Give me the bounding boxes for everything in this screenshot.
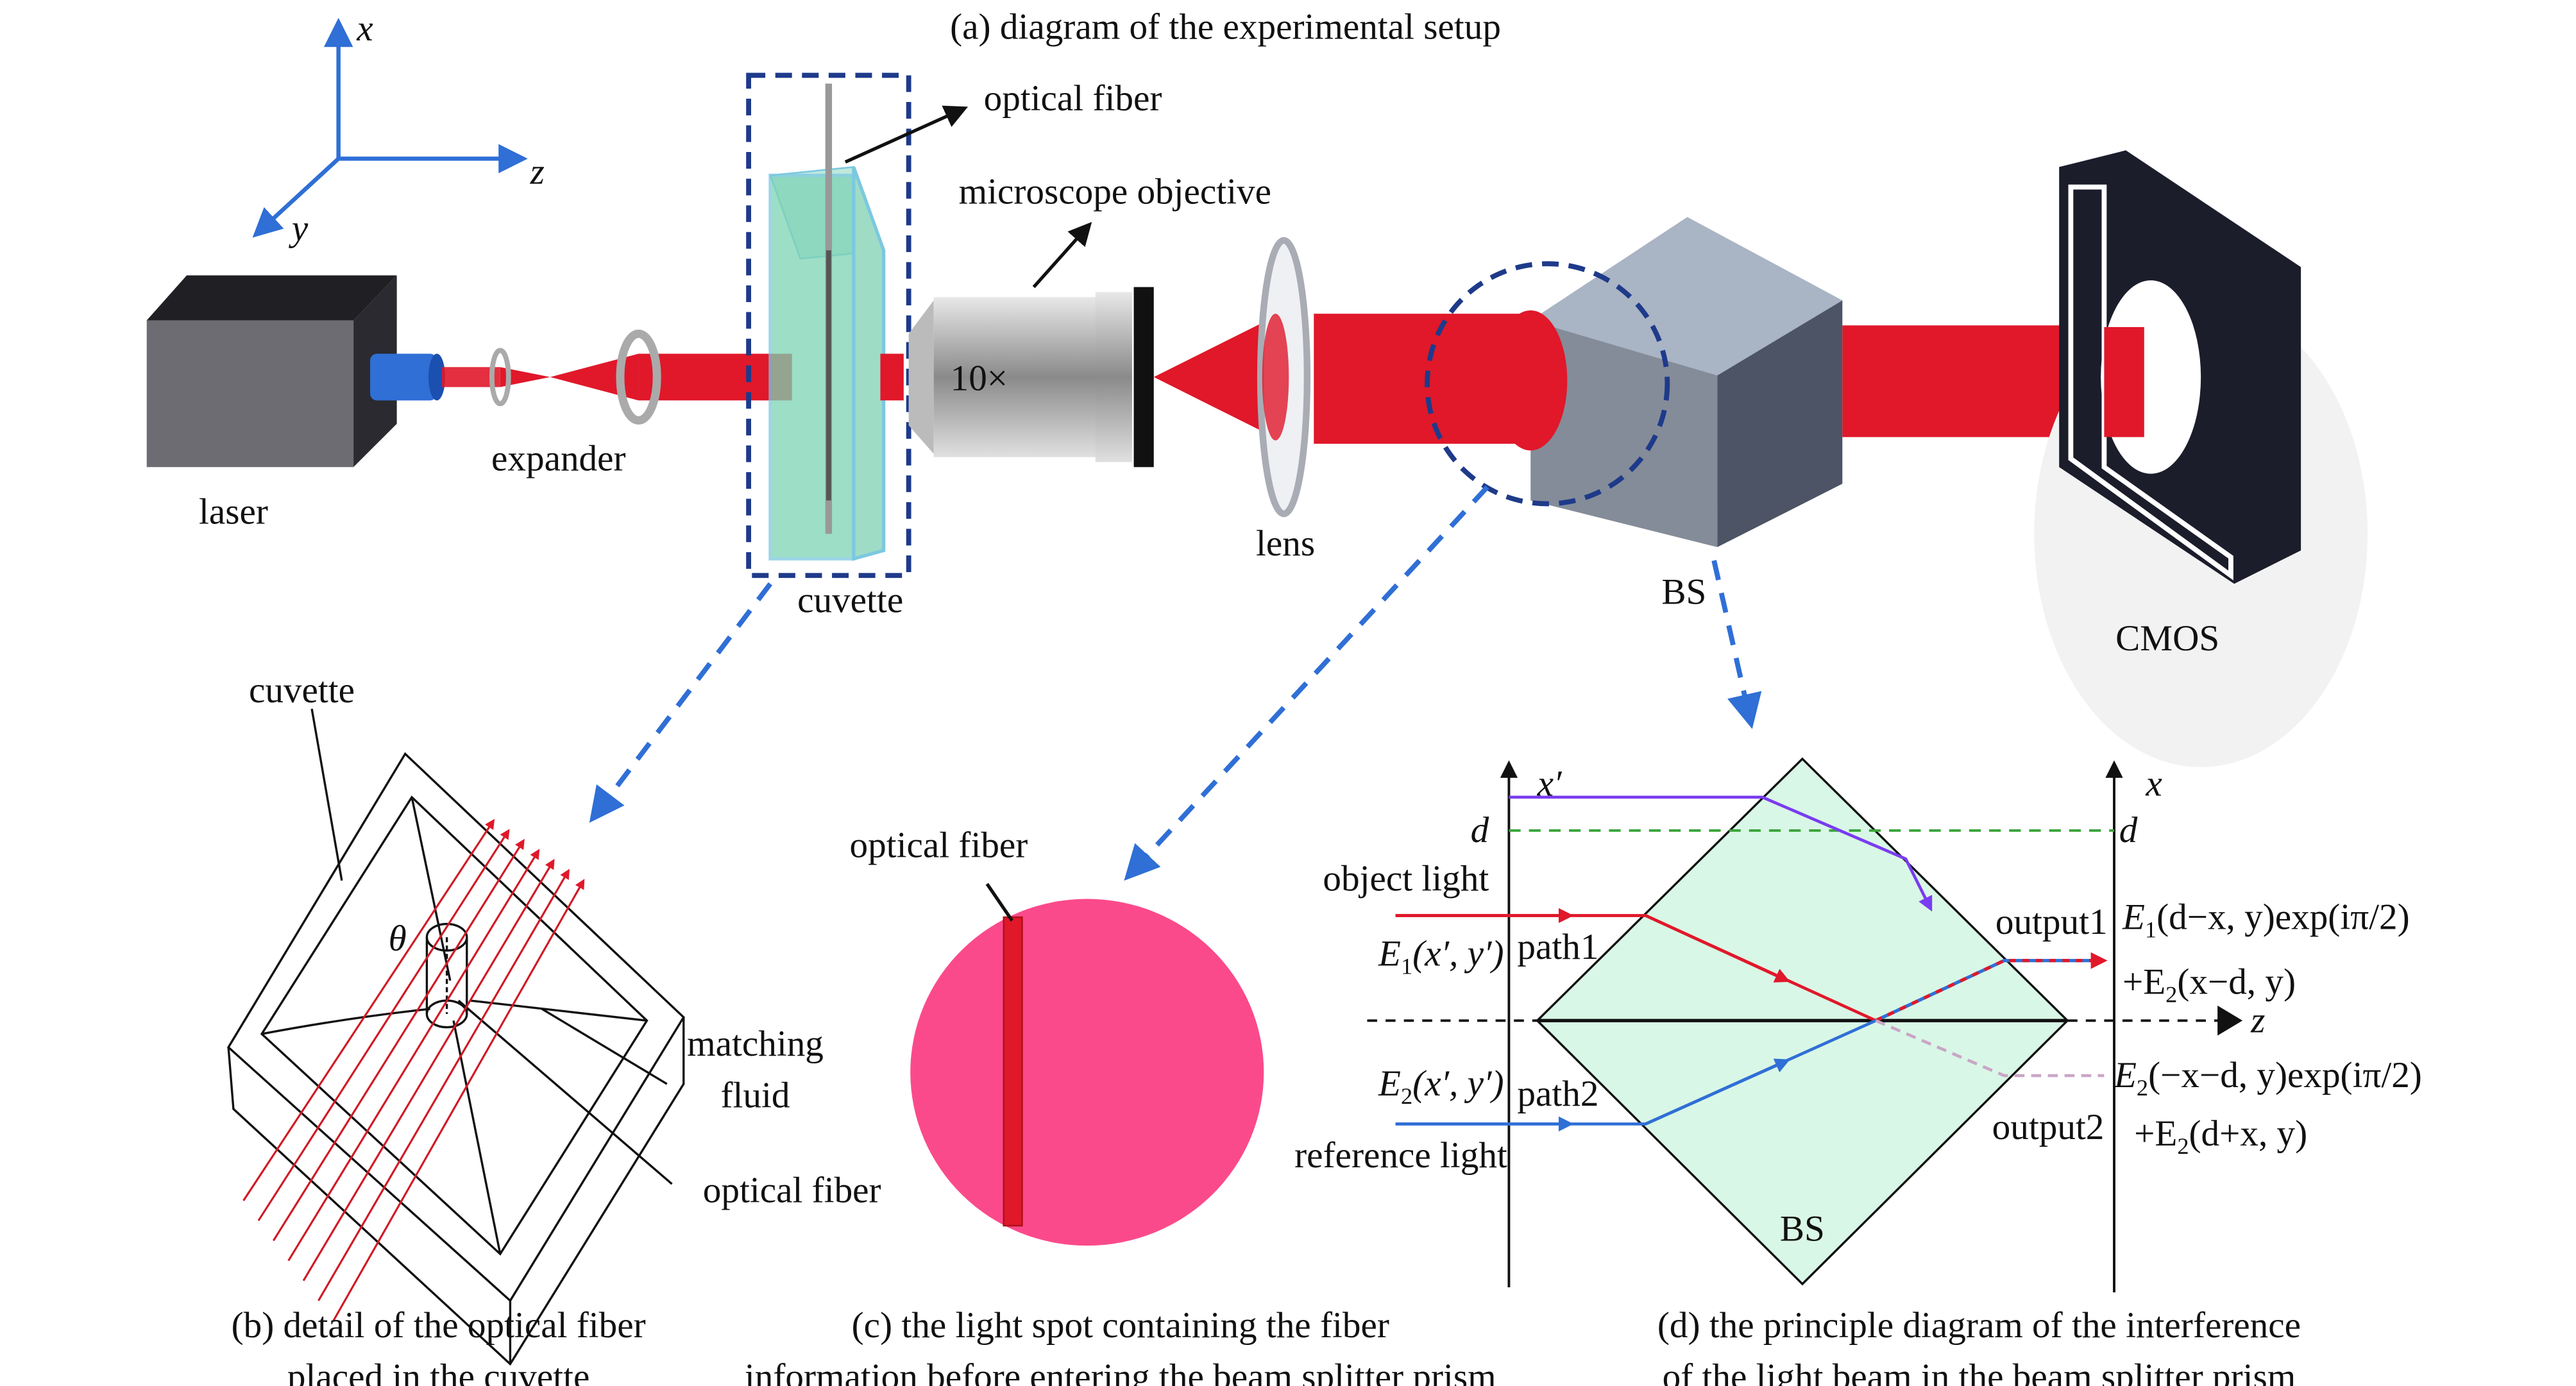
beam-splitter-cube xyxy=(1425,217,1843,548)
objective-pointer xyxy=(1032,221,1092,289)
callout-arrow-c xyxy=(1124,485,1489,881)
cuvette-highlight-box xyxy=(746,72,911,579)
laser-label: laser xyxy=(199,492,268,532)
e1-input-field: E1(x′, y′) xyxy=(1378,933,1504,979)
fiber-pointer xyxy=(985,883,1013,922)
microscope-objective xyxy=(908,287,1154,468)
x-prime-label: x′ xyxy=(1537,763,1563,804)
cmos-sensor xyxy=(2034,150,2368,768)
output2-formula-a: E2(−x−d, y)exp(iπ/2) xyxy=(2114,1055,2422,1101)
callout-arrow-d xyxy=(1711,559,1762,729)
callout-arrows xyxy=(589,485,1762,881)
output1-ray xyxy=(1875,959,2105,1022)
caption-c-line2: information before entering the beam spl… xyxy=(745,1357,1496,1386)
output2-ray xyxy=(1875,1019,2105,1078)
cuvette-label: cuvette xyxy=(797,580,903,620)
optical-fiber-label: optical fiber xyxy=(984,78,1162,119)
path2-label: path2 xyxy=(1517,1074,1598,1114)
d-right-label: d xyxy=(2119,810,2138,850)
diverging-beam xyxy=(1153,312,1284,443)
x-axis-label: x xyxy=(2145,763,2162,804)
object-light-label: object light xyxy=(1323,859,1489,899)
fiber-shadow xyxy=(1003,916,1023,1227)
panel-d-bs-label: BS xyxy=(1780,1208,1825,1249)
cuvette xyxy=(746,72,911,579)
lens-label: lens xyxy=(1256,523,1315,564)
microscope-objective-label: microscope objective xyxy=(959,172,1271,212)
z-axis-label: z xyxy=(2250,1000,2265,1040)
panel-d-principle xyxy=(1367,757,2243,1292)
bs-label: BS xyxy=(1661,571,1706,612)
caption-b-line1: (b) detail of the optical fiber xyxy=(232,1305,646,1346)
panel-c-optical-fiber-label: optical fiber xyxy=(850,825,1028,866)
panel-b-light-rays xyxy=(242,818,585,1321)
expander xyxy=(441,329,792,425)
light-spot xyxy=(910,899,1264,1246)
output1-formula-a: E1(d−x, y)exp(iπ/2) xyxy=(2122,897,2410,942)
cmos-label: CMOS xyxy=(2115,618,2219,659)
caption-c-line1: (c) the light spot containing the fiber xyxy=(852,1305,1389,1346)
caption-d-line2: of the light beam in the beam splitter p… xyxy=(1663,1357,2296,1386)
laser-device xyxy=(146,275,446,468)
axis-z-label: z xyxy=(530,151,545,192)
d-left-label: d xyxy=(1471,810,1489,850)
panel-b-cuvette-label: cuvette xyxy=(249,670,355,711)
panel-b-cuvette-detail xyxy=(226,708,685,1366)
output1-formula-b: +E2(x−d, y) xyxy=(2123,962,2296,1008)
output1-label: output1 xyxy=(1996,902,2108,942)
expander-label: expander xyxy=(491,438,626,478)
theta-label: θ xyxy=(389,918,407,959)
e2-input-field: E2(x′, y′) xyxy=(1378,1063,1504,1109)
optical-fiber-pointer xyxy=(844,105,969,164)
axis-x-label: x xyxy=(356,8,373,49)
fluid-label: fluid xyxy=(721,1075,790,1115)
z-arrowhead xyxy=(2217,1005,2243,1036)
matching-label: matching xyxy=(687,1024,824,1064)
caption-b-line2: placed in the cuvette xyxy=(287,1357,589,1386)
figure-title: (a) diagram of the experimental setup xyxy=(950,6,1501,47)
reference-light-label: reference light xyxy=(1294,1135,1507,1176)
coordinate-axes: x z y xyxy=(252,8,545,249)
panel-b-optical-fiber-label: optical fiber xyxy=(703,1170,881,1211)
object-ray xyxy=(1509,795,1933,912)
callout-arrow-b xyxy=(589,582,773,823)
axis-y-label: y xyxy=(289,208,309,249)
magnification-label: 10× xyxy=(951,359,1008,399)
output2-formula-b: +E2(d+x, y) xyxy=(2134,1113,2307,1159)
output2-label: output2 xyxy=(1992,1107,2105,1147)
path1-label: path1 xyxy=(1517,927,1598,967)
caption-d-line1: (d) the principle diagram of the interfe… xyxy=(1657,1305,2301,1346)
